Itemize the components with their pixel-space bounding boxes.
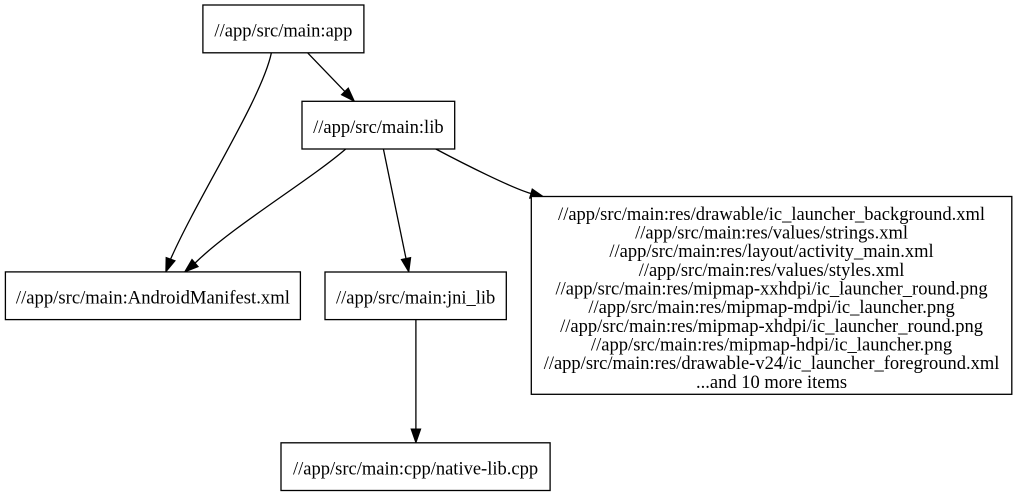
svg-text://app/src/main:res/mipmap-mdpi: //app/src/main:res/mipmap-mdpi/ic_launch…: [588, 298, 954, 318]
svg-text://app/src/main:lib: //app/src/main:lib: [313, 118, 444, 138]
svg-text://app/src/main:res/values/styl: //app/src/main:res/values/styles.xml: [639, 261, 905, 281]
svg-text://app/src/main:app: //app/src/main:app: [214, 22, 352, 42]
svg-text:...and 10 more items: ...and 10 more items: [696, 373, 847, 393]
svg-text://app/src/main:res/values/stri: //app/src/main:res/values/strings.xml: [635, 224, 908, 244]
svg-text://app/src/main:cpp/native-lib.: //app/src/main:cpp/native-lib.cpp: [293, 459, 538, 479]
svg-text://app/src/main:AndroidManifest: //app/src/main:AndroidManifest.xml: [16, 288, 290, 308]
svg-text://app/src/main:res/mipmap-hdpi: //app/src/main:res/mipmap-hdpi/ic_launch…: [591, 336, 952, 356]
svg-text://app/src/main:res/mipmap-xxhd: //app/src/main:res/mipmap-xxhdpi/ic_laun…: [556, 280, 988, 300]
svg-text://app/src/main:res/layout/acti: //app/src/main:res/layout/activity_main.…: [609, 242, 933, 262]
svg-text://app/src/main:res/drawable-v2: //app/src/main:res/drawable-v24/ic_launc…: [544, 354, 1000, 374]
svg-text://app/src/main:res/mipmap-xhdp: //app/src/main:res/mipmap-xhdpi/ic_launc…: [560, 317, 983, 337]
svg-text://app/src/main:jni_lib: //app/src/main:jni_lib: [336, 289, 495, 309]
svg-text://app/src/main:res/drawable/ic: //app/src/main:res/drawable/ic_launcher_…: [558, 205, 985, 225]
